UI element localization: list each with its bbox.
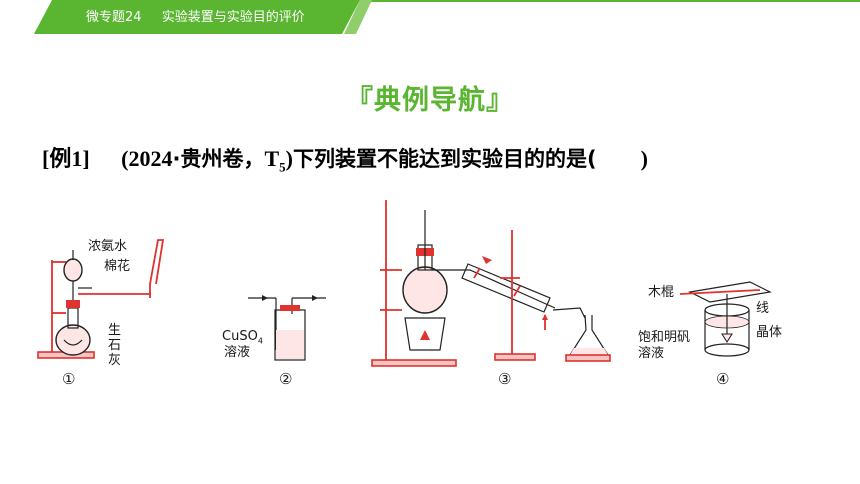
header-bar-shape xyxy=(34,0,860,34)
header-title: 实验装置与实验目的评价 xyxy=(161,10,305,25)
fig2-label-solution: 溶液 xyxy=(224,345,251,360)
fig4-label-thread: 线 xyxy=(756,301,770,316)
answer-blank: ) xyxy=(596,146,648,171)
fig1-number: ① xyxy=(62,370,76,388)
fig2-label-reagent: CuSO4 xyxy=(222,329,263,346)
question-source-sub: 5 xyxy=(279,159,286,175)
fig3-number: ③ xyxy=(498,370,512,388)
fig2-number: ② xyxy=(279,370,293,388)
question-stem: [例1] (2024·贵州卷，T5)下列装置不能达到实验目的的是( ) xyxy=(42,141,842,175)
question-source-open: (2024 xyxy=(121,146,173,171)
fig1-label-ammonia: 浓氨水 xyxy=(88,239,128,254)
fig4-number: ④ xyxy=(716,370,730,388)
header-bar: 微专题24 实验装置与实验目的评价 xyxy=(0,0,860,34)
figure-2-gas-washing-bottle xyxy=(248,295,326,361)
fig4-label-solution: 饱和明矾溶液 xyxy=(638,330,691,361)
question-source-t: T xyxy=(264,146,280,171)
figure-4-crystal-growth xyxy=(679,281,772,357)
fig1-label-quicklime: 生石灰 xyxy=(108,323,122,368)
apparatus-drawing: .r { stroke: #e0322e; stroke-width: 1.8;… xyxy=(37,200,772,367)
header-text: 微专题24 实验装置与实验目的评价 xyxy=(86,6,321,26)
question-source-close: ) xyxy=(285,146,293,171)
figure-3-distillation-apparatus xyxy=(371,200,611,367)
question-number: [例1] xyxy=(42,146,90,171)
fig4-label-stick: 木棍 xyxy=(648,285,675,300)
apparatus-figures: .r { stroke: #e0322e; stroke-width: 1.8;… xyxy=(0,190,860,390)
question-source-name: 贵州卷， xyxy=(180,147,265,171)
question-source-dot: · xyxy=(172,147,181,171)
question-text: 下列装置不能达到实验目的的是( xyxy=(292,147,597,171)
section-heading: 『典例导航』 xyxy=(346,85,514,116)
figure-1-ammonia-apparatus xyxy=(37,239,165,359)
fig4-label-crystal: 晶体 xyxy=(756,325,783,340)
header-topic: 微专题24 xyxy=(86,10,142,25)
fig1-label-cotton: 棉花 xyxy=(104,259,131,274)
